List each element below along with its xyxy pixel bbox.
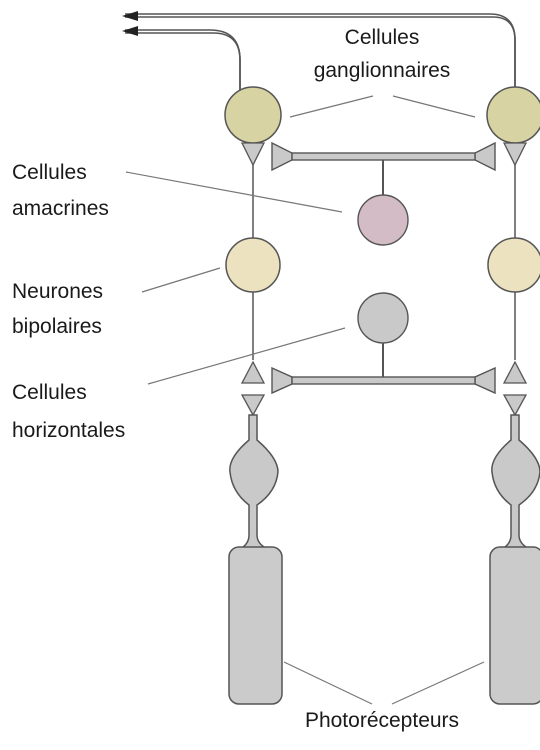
ganglion-cell-left <box>225 87 281 143</box>
amacrine-leader <box>126 172 342 212</box>
photoreceptor-label: Photorécepteurs <box>305 708 459 733</box>
photoreceptors <box>229 547 540 704</box>
amacrine-label-line1: Cellules <box>12 160 87 185</box>
bipolar-label-line1: Neurones <box>12 279 103 304</box>
arrow-icon <box>122 11 138 36</box>
bipolar-label-line2: bipolaires <box>12 314 102 339</box>
amacrine-cell <box>272 143 495 245</box>
ganglion-leader-right <box>393 96 475 117</box>
photoreceptor-right <box>490 547 540 704</box>
horizontal-cell <box>272 293 495 393</box>
photoreceptor-left <box>229 547 282 704</box>
bipolar-cell-left <box>226 238 280 292</box>
bipolar-cell-right <box>488 238 540 292</box>
leader-lines <box>126 96 484 704</box>
horizontal-label-line1: Cellules <box>12 380 87 405</box>
ganglion-label-line1: Cellules <box>345 25 420 50</box>
optic-axons <box>125 14 515 100</box>
ganglion-leader-left <box>290 96 373 117</box>
photoreceptor-stalks <box>230 415 540 550</box>
ganglion-cell-right <box>487 87 540 143</box>
ganglion-cells <box>225 87 540 143</box>
horizontal-label-line2: horizontales <box>12 418 125 443</box>
amacrine-label-line2: amacrines <box>12 196 109 221</box>
bipolar-cells <box>226 238 540 292</box>
bipolar-leader <box>142 268 220 292</box>
photoreceptor-leader-left <box>284 662 372 704</box>
photoreceptor-leader-right <box>392 662 484 704</box>
ganglion-label-line2: ganglionnaires <box>314 58 451 83</box>
